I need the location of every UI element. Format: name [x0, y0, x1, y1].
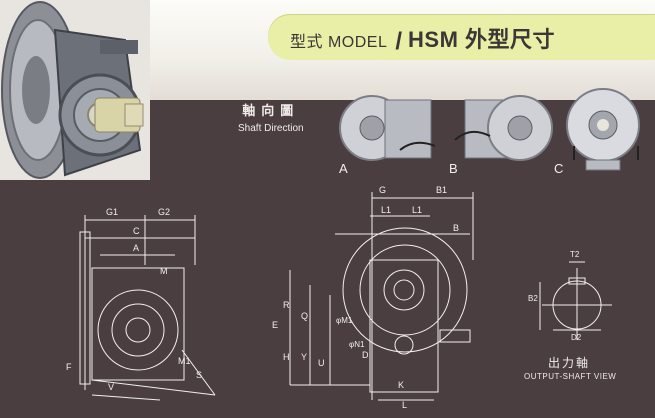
- dim-a: A: [133, 243, 140, 253]
- dim-e: E: [272, 320, 279, 330]
- output-shaft-caption-cn: 出力軸: [548, 356, 591, 370]
- dim-l1-left: L1: [381, 205, 392, 215]
- dim-l: L: [402, 400, 408, 410]
- shaft-direction-b: [454, 95, 553, 161]
- dim-t2: T2: [570, 250, 580, 259]
- title-slash: /: [395, 28, 403, 55]
- model-label: 型式 MODEL: [290, 34, 388, 51]
- dim-phi-n1: φN1: [349, 340, 365, 349]
- dim-c: C: [133, 226, 140, 236]
- dim-u: U: [318, 358, 325, 368]
- series-title: HSM 外型尺寸: [408, 27, 556, 52]
- page-title: 型式 MODEL /HSM 外型尺寸: [290, 22, 556, 55]
- dim-d2: D2: [571, 333, 582, 342]
- dim-q: Q: [301, 311, 309, 321]
- dim-r: R: [283, 300, 290, 310]
- gearbox-photo-illustration: [0, 0, 150, 180]
- dim-d: D: [362, 350, 369, 360]
- dim-y: Y: [301, 352, 308, 362]
- shaft-option-a: A: [339, 161, 348, 176]
- dim-b: B: [453, 223, 460, 233]
- shaft-option-c: C: [554, 161, 564, 176]
- dim-s: S: [196, 370, 203, 380]
- dim-m1: M1: [178, 356, 191, 366]
- shaft-direction-label: 軸向圖 Shaft Direction: [238, 100, 304, 134]
- dim-g1: G1: [106, 207, 119, 217]
- dim-b1: B1: [436, 185, 448, 195]
- output-shaft-caption-en: OUTPUT-SHAFT VIEW: [524, 372, 617, 381]
- dim-h: H: [283, 352, 290, 362]
- dim-k: K: [398, 380, 405, 390]
- dim-b2: B2: [528, 294, 538, 303]
- shaft-direction-en: Shaft Direction: [238, 123, 304, 134]
- dim-g: G: [379, 185, 387, 195]
- front-view-drawing: [289, 192, 474, 401]
- output-shaft-view-drawing: [539, 261, 612, 340]
- dim-f: F: [66, 362, 72, 372]
- dim-v: V: [108, 382, 115, 392]
- dim-m: M: [160, 266, 168, 276]
- shaft-direction-cn: 軸向圖: [242, 103, 300, 118]
- shaft-direction-c: [566, 88, 640, 171]
- side-view-drawing: [79, 215, 216, 401]
- shaft-direction-a: [339, 95, 436, 161]
- dim-l1-right: L1: [412, 205, 423, 215]
- dim-phi-m1: φM1: [336, 316, 353, 325]
- header-tab: [268, 14, 655, 60]
- shaft-option-b: B: [449, 161, 458, 176]
- dim-g2: G2: [158, 207, 171, 217]
